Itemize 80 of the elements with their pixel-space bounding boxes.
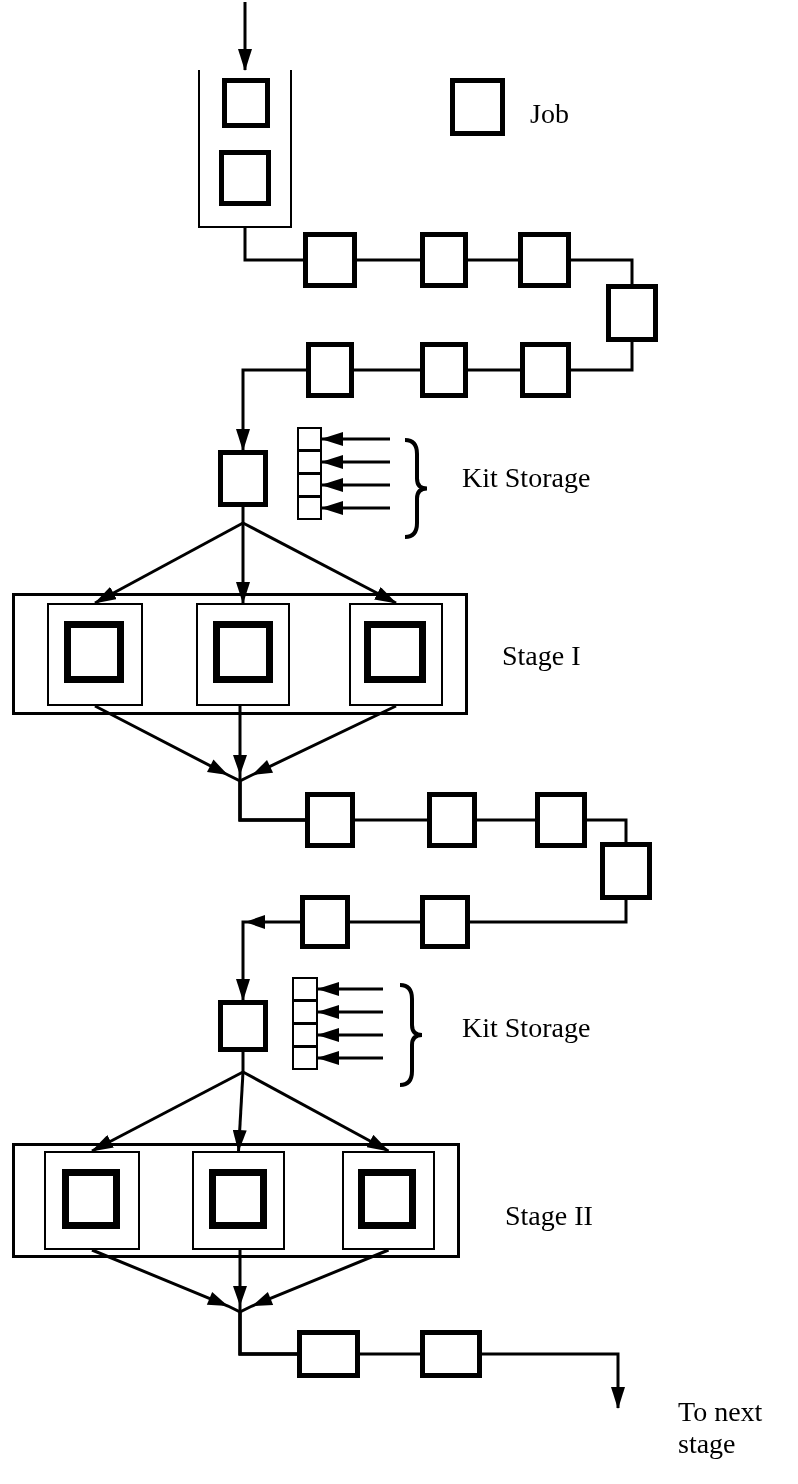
job-box xyxy=(218,1000,268,1052)
job-box xyxy=(420,1330,482,1378)
arrow xyxy=(242,1070,390,1153)
arrow xyxy=(91,1070,244,1153)
legend-text: Job xyxy=(530,98,569,131)
job-box xyxy=(306,342,354,398)
kit-slot xyxy=(292,977,318,1001)
job-box xyxy=(358,1169,416,1229)
arrow xyxy=(236,368,306,451)
stage-label: Stage II xyxy=(505,1200,593,1233)
connector-line xyxy=(357,258,420,262)
job-box xyxy=(518,232,571,288)
workstation-box xyxy=(192,1151,285,1250)
connector-line xyxy=(243,228,303,262)
job-box xyxy=(64,621,124,683)
job-box xyxy=(218,450,268,507)
kit-slot xyxy=(292,1046,318,1070)
connector-line xyxy=(470,900,628,924)
workstation-box xyxy=(349,603,443,706)
text-label: Kit Storage xyxy=(462,462,592,495)
arrow xyxy=(321,455,390,469)
kit-slot xyxy=(292,1000,318,1024)
arrow xyxy=(236,523,250,604)
job-box xyxy=(535,792,587,848)
connector-line xyxy=(360,1352,420,1356)
connector-line xyxy=(468,258,518,262)
job-box xyxy=(606,284,658,342)
arrow xyxy=(242,521,397,605)
job-box xyxy=(300,895,350,949)
job-box xyxy=(219,150,271,206)
job-box xyxy=(420,895,470,949)
job-box xyxy=(213,621,273,683)
connector-line xyxy=(350,920,420,924)
arrow xyxy=(94,521,244,605)
stage-container xyxy=(12,1143,460,1258)
arrow xyxy=(317,1005,383,1019)
connector-line xyxy=(468,368,520,372)
arrow xyxy=(232,1071,247,1152)
arrow xyxy=(317,1051,383,1065)
job-box xyxy=(420,232,468,288)
job-box xyxy=(427,792,477,848)
queue-container xyxy=(198,70,292,228)
kit-slot xyxy=(297,450,322,474)
connector-line xyxy=(571,342,634,372)
stage-container xyxy=(12,593,468,715)
arrow xyxy=(321,501,390,515)
job-box xyxy=(305,792,355,848)
connector-line xyxy=(477,818,535,822)
job-box xyxy=(209,1169,267,1229)
arrow xyxy=(321,432,390,446)
job-box xyxy=(520,342,571,398)
workstation-box xyxy=(196,603,290,706)
text-label: To next stage xyxy=(678,1396,764,1461)
job-box xyxy=(420,342,468,398)
job-box xyxy=(600,842,652,900)
job-box xyxy=(222,78,270,128)
kit-slot xyxy=(297,496,322,520)
workstation-box xyxy=(342,1151,435,1250)
text-label: Kit Storage xyxy=(462,1012,592,1045)
job-box xyxy=(364,621,426,683)
connector-line xyxy=(355,818,427,822)
workstation-box xyxy=(47,603,143,706)
job-box xyxy=(303,232,357,288)
connector-line xyxy=(571,258,634,284)
connector-line xyxy=(241,507,245,523)
connector-line xyxy=(354,368,420,372)
arrow xyxy=(321,478,390,492)
arrow xyxy=(317,1028,383,1042)
arrow xyxy=(482,1352,625,1409)
workstation-box xyxy=(44,1151,140,1250)
job-box xyxy=(62,1169,120,1229)
kit-slot xyxy=(292,1023,318,1047)
job-box xyxy=(297,1330,360,1378)
stage-label: Stage I xyxy=(502,640,581,673)
kit-slot xyxy=(297,473,322,497)
arrow xyxy=(238,2,252,71)
kit-slot xyxy=(297,427,322,451)
connector-line xyxy=(241,1052,245,1072)
connector-line xyxy=(587,818,628,842)
arrow xyxy=(317,982,383,996)
